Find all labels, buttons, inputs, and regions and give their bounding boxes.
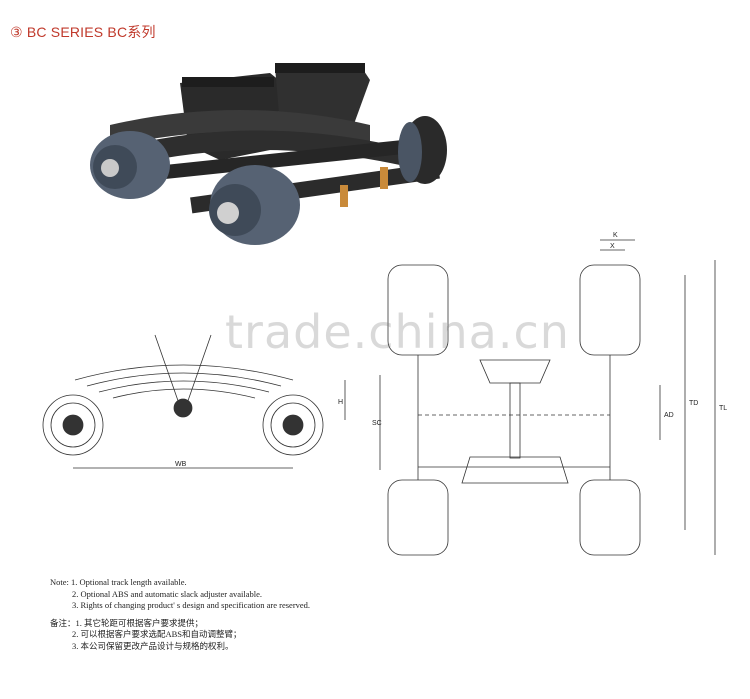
note-en-2: 2. Optional ABS and automatic slack adju… [72,588,263,599]
dim-sc-label: SC [372,420,382,427]
notes: Note: 1. Optional track length available… [50,577,310,652]
dim-ad-label: AD [664,412,674,419]
dim-tl-label: TL [719,405,727,412]
dim-wb-label: WB [175,461,187,468]
page-title: ③ BC SERIES BC系列 [10,24,156,40]
note-cn-1: 备注：1. 其它轮距可根据客户要求提供； [50,617,204,628]
bogie-suspension-render [90,63,447,245]
dim-h-label: H [338,399,343,406]
dim-k-label: K [613,232,618,239]
note-cn-3: 3. 本公司保留更改产品设计与规格的权利。 [72,640,234,651]
note-cn-2: 2. 可以根据客户要求选配ABS和自动调整臂； [72,629,242,639]
watermark: trade.china.cn [225,305,570,359]
dim-x-label: X [610,243,615,250]
dim-td-label: TD [689,400,698,407]
note-en-1: Note: 1. Optional track length available… [50,577,187,587]
plan-view-drawing: K X SC AD TD TL [372,232,727,556]
side-view-drawing: WB H [42,334,346,469]
note-en-3: 3. Rights of changing product' s design … [72,600,311,610]
